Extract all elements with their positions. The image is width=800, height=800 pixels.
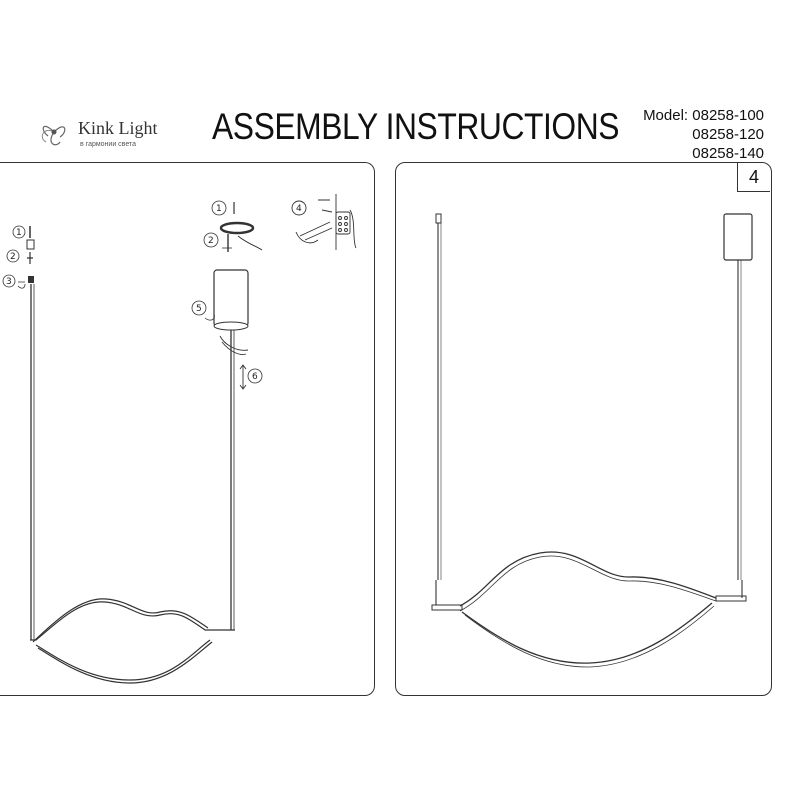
- left-instruction-panel: [0, 162, 375, 696]
- model-line-1: Model: 08258-100: [643, 106, 764, 125]
- wiring-diagram: 4: [291, 194, 357, 250]
- cable-stopper-icon: [28, 276, 34, 283]
- step-label-2: 2: [10, 252, 16, 262]
- brand-logo: Kink Light в гармонии света: [34, 112, 174, 156]
- model-list: Model: 08258-100 08258-120 08258-140: [643, 106, 764, 163]
- clamp-icon: [26, 239, 35, 250]
- right-instruction-panel: [395, 162, 772, 696]
- height-adjust-diagram: 6: [239, 364, 263, 390]
- step-label-3: 3: [6, 277, 12, 287]
- up-down-arrow-icon: [239, 364, 247, 390]
- canopy-cylinder-diagram: 5: [191, 269, 249, 355]
- model-number-3: 08258-140: [692, 145, 764, 162]
- lamp-wave-left: [30, 598, 235, 684]
- canopy-plate-diagram: 1 2: [203, 200, 263, 252]
- brand-name: Kink Light: [78, 118, 158, 138]
- page-title: ASSEMBLY INSTRUCTIONS: [212, 106, 620, 147]
- step-label-canopy-1: 1: [216, 204, 222, 214]
- step-label-height: 6: [252, 372, 258, 382]
- step-number-box: 4: [737, 163, 770, 192]
- assembled-lamp: [431, 213, 753, 668]
- step-label-cylinder: 5: [196, 304, 202, 314]
- step-label-canopy-2: 2: [208, 236, 214, 246]
- model-number-2: 08258-120: [692, 126, 764, 143]
- hand-icon: [219, 335, 249, 355]
- step-label-wiring: 4: [296, 204, 302, 214]
- brand-tagline: в гармонии света: [80, 141, 137, 148]
- kink-light-logo-icon: [41, 125, 66, 146]
- left-edge-steps: 1 2 3: [2, 225, 35, 289]
- model-number-1: 08258-100: [692, 107, 764, 124]
- step-label-1: 1: [16, 228, 22, 238]
- model-label: Model:: [643, 107, 689, 124]
